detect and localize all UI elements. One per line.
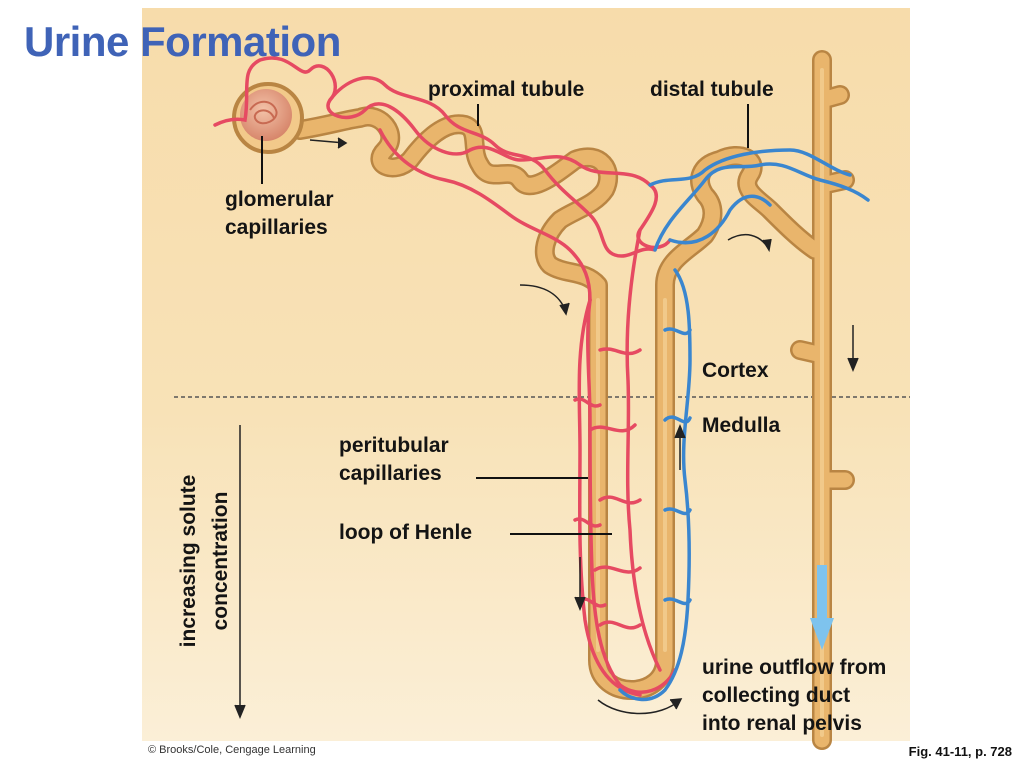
label-line: capillaries xyxy=(225,216,328,239)
label-cortex: Cortex xyxy=(702,359,769,382)
label-glomerular-capillaries: glomerular capillaries xyxy=(225,186,334,242)
label-line: capillaries xyxy=(339,462,442,485)
copyright-notice: © Brooks/Cole, Cengage Learning xyxy=(148,744,316,756)
label-line: peritubular xyxy=(339,434,449,457)
label-line: increasing solute xyxy=(177,474,200,648)
flow-arrow-icon xyxy=(234,137,859,719)
peritubular-capillaries-blue xyxy=(618,148,870,702)
label-leader-lines xyxy=(261,104,749,535)
label-line: urine outflow from xyxy=(702,656,887,679)
label-line: collecting duct xyxy=(702,684,851,707)
page-title: Urine Formation xyxy=(24,18,341,65)
label-medulla: Medulla xyxy=(702,414,781,437)
label-loop-of-henle: loop of Henle xyxy=(339,521,472,544)
label-line: into renal pelvis xyxy=(702,712,862,735)
urine-outflow-arrow-icon xyxy=(810,565,834,650)
label-peritubular-capillaries: peritubular capillaries xyxy=(339,432,449,488)
label-increasing-solute-concentration: increasing solute concentration xyxy=(173,446,239,676)
label-urine-outflow: urine outflow from collecting duct into … xyxy=(702,654,886,738)
label-line: glomerular xyxy=(225,188,334,211)
label-proximal-tubule: proximal tubule xyxy=(428,78,585,101)
label-distal-tubule: distal tubule xyxy=(650,78,774,101)
glomerulus xyxy=(232,82,304,154)
figure-reference: Fig. 41-11, p. 728 xyxy=(908,744,1012,759)
label-line: concentration xyxy=(209,491,232,631)
